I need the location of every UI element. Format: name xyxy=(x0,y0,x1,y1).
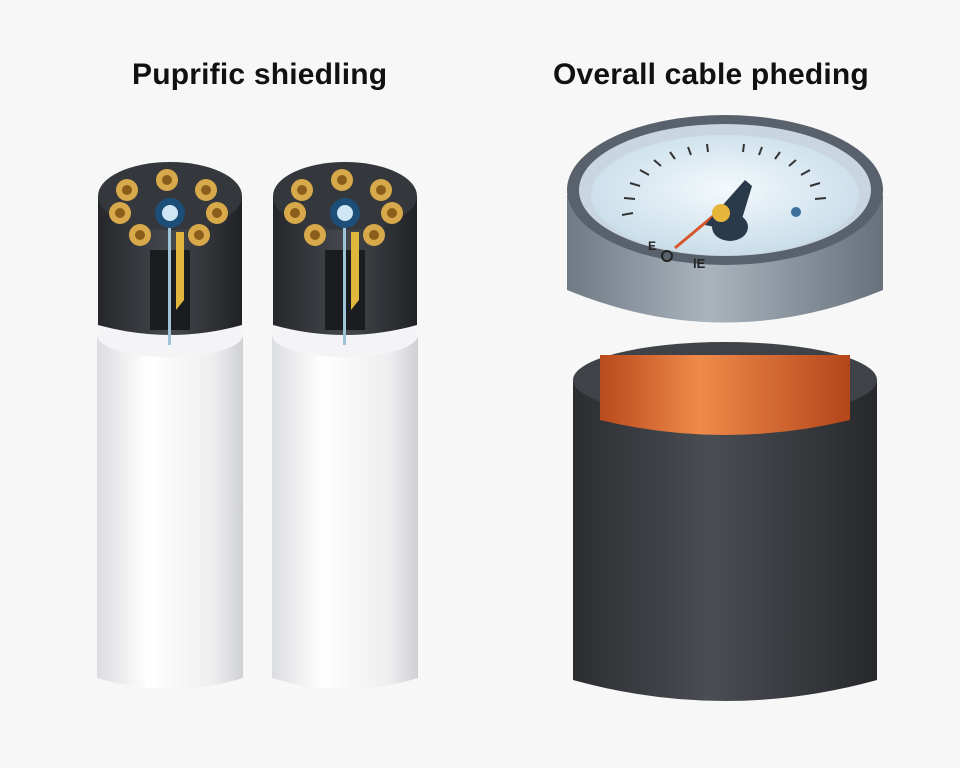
indicator-dot xyxy=(791,207,801,217)
drain-wire xyxy=(176,232,184,310)
right-title: Overall cable pheding xyxy=(553,58,869,91)
cable-jacket xyxy=(97,335,243,689)
conductor-ring xyxy=(284,169,403,246)
shielded-cable-1 xyxy=(97,162,243,689)
needle-tail xyxy=(674,210,719,250)
shielded-cable-2 xyxy=(272,162,418,689)
gauge-face xyxy=(591,135,859,255)
center-wire xyxy=(343,210,346,345)
conductor-ring xyxy=(109,169,228,246)
unit-mark: lE xyxy=(693,256,706,271)
copper-shield xyxy=(600,355,850,435)
center-wire xyxy=(168,210,171,345)
gauge-ticks xyxy=(621,143,827,216)
overall-shielded-cable: E lE xyxy=(567,115,883,701)
dial-mark: E xyxy=(648,239,656,253)
outer-sheath xyxy=(573,380,877,701)
drain-wire xyxy=(351,232,359,310)
left-title: Puprific shiedling xyxy=(132,58,388,91)
ring-mark xyxy=(661,250,673,262)
cable-jacket xyxy=(272,335,418,689)
